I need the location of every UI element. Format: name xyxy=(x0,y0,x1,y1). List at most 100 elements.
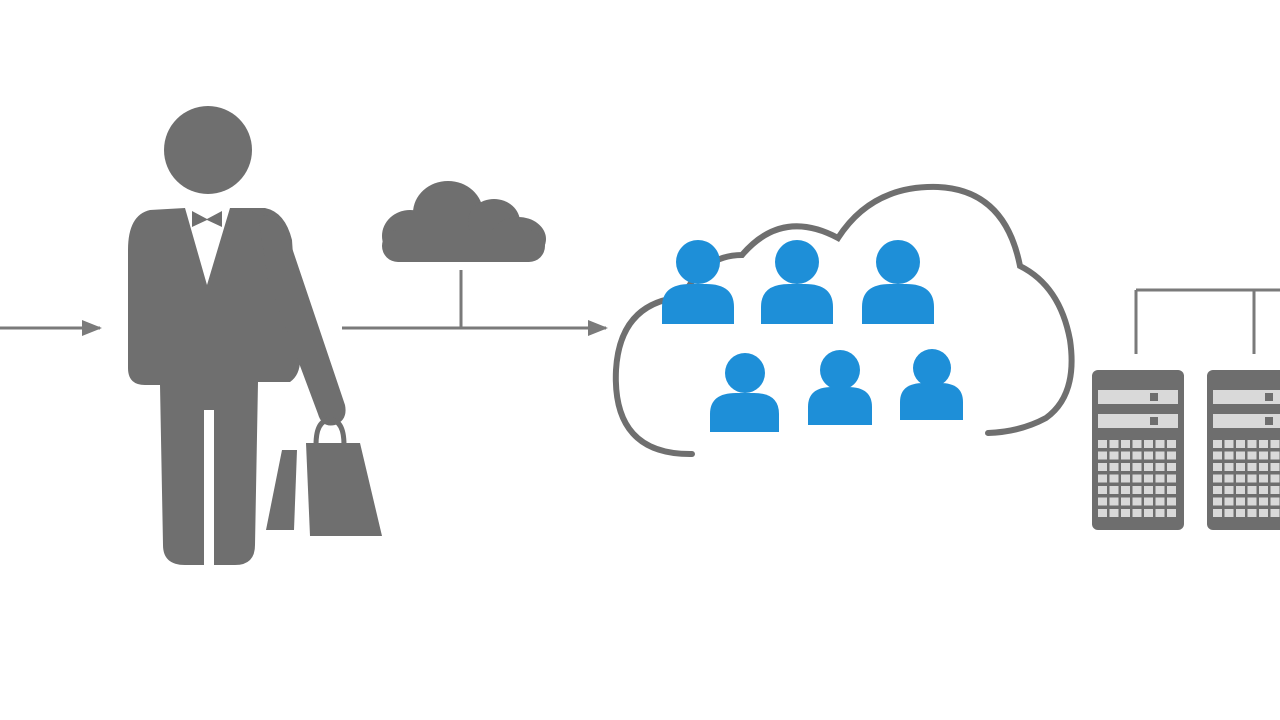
cloud-base xyxy=(382,230,545,262)
cloud-icon xyxy=(382,181,546,262)
rack-drive-slot xyxy=(1144,486,1153,494)
person-right-arm xyxy=(258,214,346,426)
rack-drive-slot xyxy=(1098,497,1107,506)
rack-drive-slot xyxy=(1109,474,1119,483)
user-body xyxy=(761,284,833,324)
rack-panel xyxy=(1213,414,1280,428)
rack-drive-slot xyxy=(1247,451,1257,460)
rack-drive-slot xyxy=(1213,463,1222,471)
rack-drive-slot xyxy=(1167,463,1176,471)
rack-drive-slot xyxy=(1213,474,1222,483)
rack-drive-slot xyxy=(1121,440,1130,448)
rack-drive-slot xyxy=(1109,509,1119,517)
rack-drive-slot xyxy=(1144,497,1153,506)
rack-drive-slot xyxy=(1109,486,1119,494)
rack-drive-slot xyxy=(1247,463,1257,471)
user-icon xyxy=(808,350,872,425)
person-head xyxy=(164,106,252,194)
rack-drive-slot xyxy=(1098,474,1107,483)
rack-drive-slot xyxy=(1247,486,1257,494)
rack-drive-slot xyxy=(1224,451,1234,460)
rack-drive-slot xyxy=(1213,440,1222,448)
rack-indicator xyxy=(1265,417,1273,425)
rack-panel xyxy=(1098,390,1178,404)
user-head xyxy=(876,240,920,284)
rack-drive-slot xyxy=(1155,451,1165,460)
rack-drive-slot xyxy=(1270,474,1280,483)
rack-drive-slot xyxy=(1259,474,1268,483)
rack-drive-slot xyxy=(1259,451,1268,460)
rack-drive-slot xyxy=(1121,451,1130,460)
rack-drive-slot xyxy=(1213,509,1222,517)
rack-drive-slot xyxy=(1224,497,1234,506)
user-head xyxy=(725,353,765,393)
rack-drive-slot xyxy=(1155,440,1165,448)
rack-drive-slot xyxy=(1270,509,1280,517)
server-rack-group xyxy=(1092,370,1280,530)
user-head xyxy=(820,350,860,390)
rack-drive-slot xyxy=(1236,497,1245,506)
rack-drive-slot xyxy=(1247,497,1257,506)
rack-drive-slot xyxy=(1247,474,1257,483)
rack-panel xyxy=(1213,390,1280,404)
rack-drive-slot xyxy=(1155,463,1165,471)
user-head xyxy=(913,349,951,387)
shopping-bag-handle xyxy=(313,417,347,446)
rack-drive-slot xyxy=(1213,497,1222,506)
user-body xyxy=(710,393,779,432)
rack-drive-slot xyxy=(1224,463,1234,471)
rack-drive-slot xyxy=(1098,451,1107,460)
rack-drive-slot xyxy=(1259,463,1268,471)
tree-connector-icon xyxy=(1134,288,1280,354)
rack-drive-slot xyxy=(1224,486,1234,494)
rack-drive-slot xyxy=(1109,463,1119,471)
rack-drive-slot xyxy=(1144,509,1153,517)
businessman-shopper-icon xyxy=(128,106,346,565)
rack-drive-slot xyxy=(1121,474,1130,483)
shopping-bag-icon xyxy=(266,417,382,536)
rack-drive-slot xyxy=(1213,451,1222,460)
rack-drive-slot xyxy=(1132,474,1142,483)
cloud-outline-icon xyxy=(612,183,1075,458)
person-body xyxy=(128,208,300,565)
bow-tie-icon xyxy=(192,211,222,227)
rack-drive-slot xyxy=(1270,486,1280,494)
rack-drive-slot xyxy=(1270,451,1280,460)
rack-drive-slot xyxy=(1259,440,1268,448)
rack-drive-slot xyxy=(1098,440,1107,448)
rack-drive-slot xyxy=(1167,440,1176,448)
cloud-lobe-top xyxy=(413,181,483,245)
rack-drive-slot xyxy=(1121,486,1130,494)
rack-drive-slot xyxy=(1121,463,1130,471)
rack-drive-slot xyxy=(1167,509,1176,517)
rack-drive-slot xyxy=(1098,486,1107,494)
rack-indicator xyxy=(1265,393,1273,401)
user-icon xyxy=(662,240,734,324)
user-body xyxy=(662,284,734,324)
server-rack-icon xyxy=(1207,370,1280,530)
rack-drive-slot xyxy=(1109,440,1119,448)
rack-drive-slot xyxy=(1132,463,1142,471)
rack-drive-slot xyxy=(1270,497,1280,506)
user-head xyxy=(676,240,720,284)
rack-drive-slot xyxy=(1236,451,1245,460)
rack-drive-slot xyxy=(1121,497,1130,506)
rack-drive-slot xyxy=(1132,451,1142,460)
shopping-bag-back xyxy=(266,450,297,530)
user-icon xyxy=(761,240,833,324)
user-body xyxy=(900,383,963,420)
rack-panel xyxy=(1098,414,1178,428)
rack-drive-slot xyxy=(1167,497,1176,506)
rack-drive-slot xyxy=(1224,474,1234,483)
rack-drive-slot xyxy=(1098,509,1107,517)
rack-drive-slot xyxy=(1144,463,1153,471)
rack-drive-slot xyxy=(1236,486,1245,494)
rack-drive-slot xyxy=(1236,509,1245,517)
rack-drive-slot xyxy=(1259,509,1268,517)
rack-drive-slot xyxy=(1132,440,1142,448)
rack-drive-slot xyxy=(1109,497,1119,506)
rack-drive-slot xyxy=(1224,509,1234,517)
rack-drive-slot xyxy=(1155,474,1165,483)
rack-drive-slot xyxy=(1132,497,1142,506)
